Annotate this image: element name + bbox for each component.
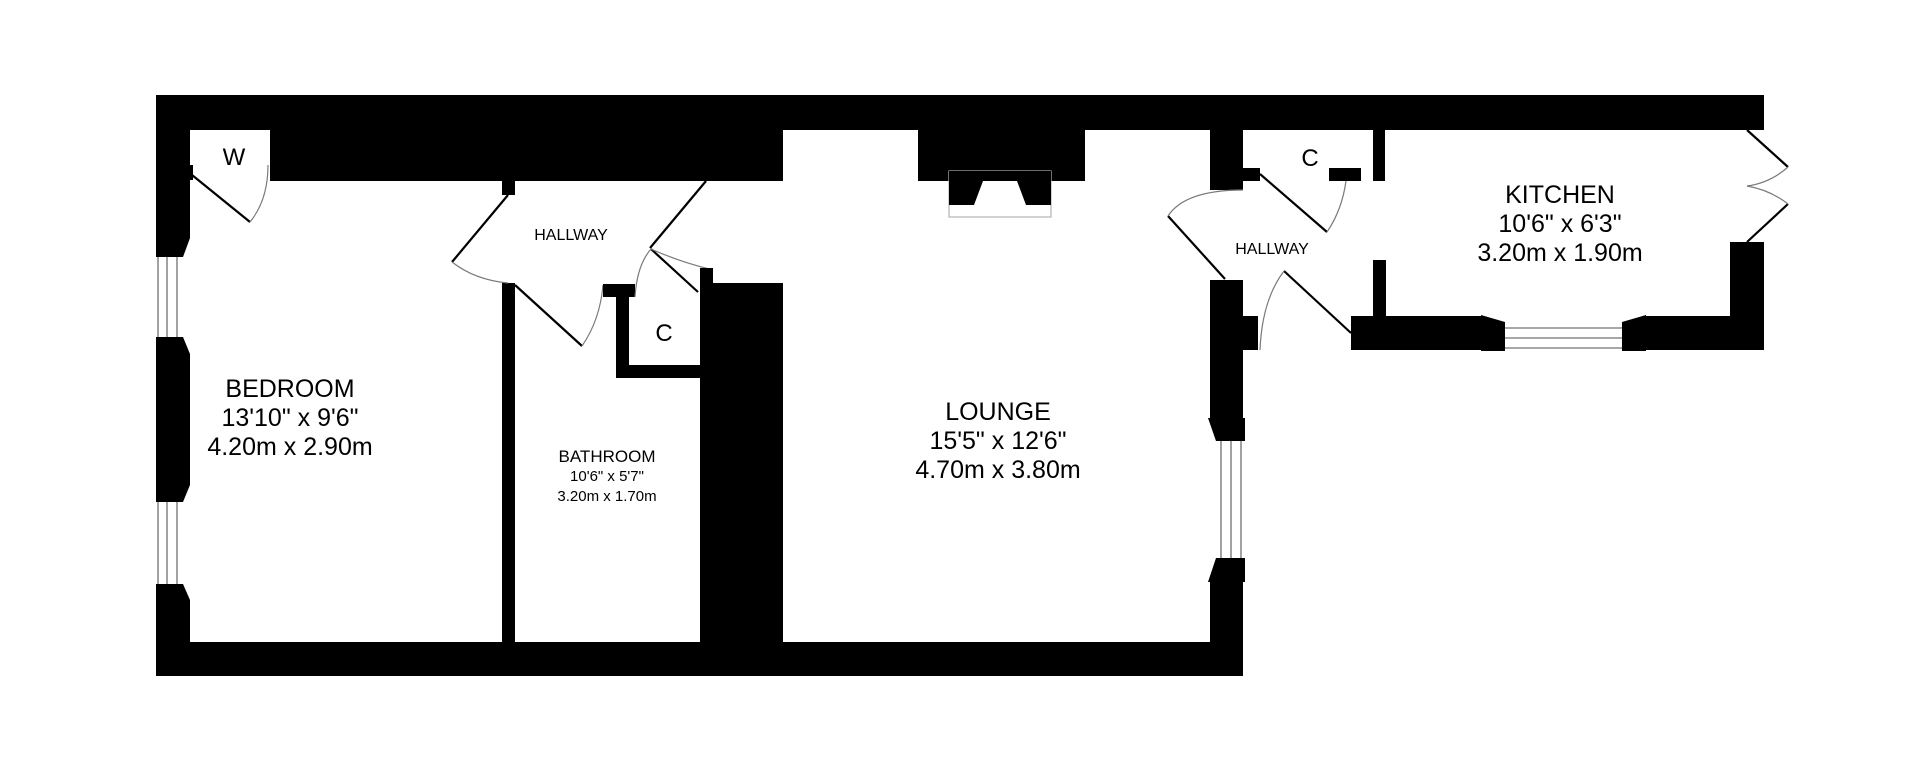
door-stub [1243, 168, 1260, 181]
hallway-west-name: HALLWAY [534, 227, 608, 244]
window-jamb [156, 238, 190, 257]
window-jamb [156, 485, 190, 502]
partition-stub-top [502, 181, 515, 195]
cupboard-wall-bottom [616, 365, 702, 378]
bathroom-label: BATHROOM 10'6" x 5'7" 3.20m x 1.70m [557, 447, 656, 507]
hallway-west-label: HALLWAY [534, 227, 608, 245]
kitchen-label: KITCHEN 10'6" x 6'3" 3.20m x 1.90m [1477, 181, 1642, 268]
lounge-door-west [649, 180, 707, 249]
bedroom-label: BEDROOM 13'10" x 9'6" 4.20m x 2.90m [207, 375, 372, 462]
kitchen-imperial: 10'6" x 6'3" [1498, 210, 1622, 238]
window-jamb [156, 337, 190, 354]
left-wall-upper [156, 130, 190, 238]
cupboard-west-label: C [655, 321, 672, 347]
kitchen-name: KITCHEN [1505, 181, 1615, 209]
bedroom-name: BEDROOM [225, 375, 355, 403]
cupboard-east-marker: C [1301, 145, 1319, 172]
cupboard-west-marker: C [655, 320, 673, 347]
bedroom-window-2 [157, 502, 178, 584]
kitchen-partition-stub [1373, 260, 1386, 316]
wardrobe-marker: W [222, 144, 246, 171]
fireplace-icon [948, 170, 1052, 218]
bottom-wall [156, 642, 1243, 676]
lounge-name: LOUNGE [945, 398, 1051, 426]
bedroom-metric: 4.20m x 2.90m [207, 433, 373, 461]
lounge-right-wall-upper [1210, 130, 1243, 190]
bathroom-name: BATHROOM [558, 447, 656, 466]
top-wall-block-west [270, 130, 783, 181]
lounge-door-east [1167, 189, 1244, 280]
kitchen-metric: 3.20m x 1.90m [1477, 239, 1643, 267]
window-jamb [1208, 418, 1245, 441]
bedroom-bathroom-partition [502, 283, 515, 643]
cupboard-east-stub [1329, 168, 1361, 181]
bedroom-door [451, 194, 509, 284]
bedroom-window-1 [157, 257, 178, 337]
bathroom-door [514, 284, 604, 347]
lounge-right-wall-middle [1210, 280, 1243, 418]
bedroom-imperial: 13'10" x 9'6" [221, 404, 359, 432]
kitchen-bottom-wall-west [1351, 316, 1481, 350]
cupboard-east-wall [1373, 130, 1385, 181]
kitchen-double-door [1746, 129, 1789, 243]
bathroom-imperial: 10'6" x 5'7" [570, 468, 644, 485]
lounge-window [1220, 441, 1242, 558]
cupboard-east-label: C [1301, 146, 1318, 172]
bathroom-lounge-wall [700, 283, 783, 643]
lounge-right-wall-lower [1210, 582, 1243, 676]
wardrobe-door [190, 164, 269, 223]
left-wall-middle [156, 354, 190, 485]
cupboard-door-east [1259, 173, 1347, 233]
door-stub [1243, 316, 1258, 350]
lounge-imperial: 15'5" x 12'6" [929, 427, 1067, 455]
window-jamb [1622, 315, 1646, 351]
kitchen-door [1259, 270, 1352, 351]
wardrobe-label: W [223, 145, 246, 171]
window-jamb [156, 584, 190, 600]
window-jamb [1208, 558, 1245, 582]
kitchen-right-wall [1730, 242, 1764, 350]
kitchen-window [1505, 327, 1622, 349]
hallway-east-label: HALLWAY [1235, 241, 1309, 259]
window-jamb [1481, 315, 1505, 351]
hallway-east-name: HALLWAY [1235, 241, 1309, 258]
lounge-label: LOUNGE 15'5" x 12'6" 4.70m x 3.80m [915, 398, 1080, 485]
cupboard-wall-left [616, 284, 629, 378]
top-wall [156, 95, 1764, 130]
lounge-metric: 4.70m x 3.80m [915, 456, 1081, 484]
bathroom-metric: 3.20m x 1.70m [557, 488, 657, 505]
